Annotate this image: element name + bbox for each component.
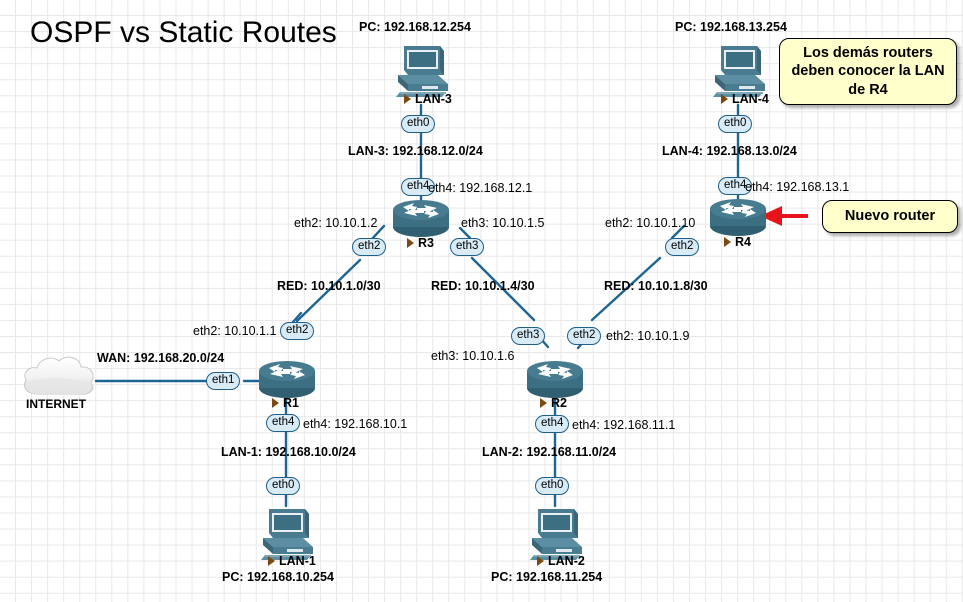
pc-lan1-label: LAN-1	[268, 554, 316, 568]
badge-lan4-eth0[interactable]: eth0	[718, 115, 753, 133]
triangle-icon	[540, 397, 547, 408]
router-r4-icon[interactable]	[707, 196, 769, 238]
badge-r3-eth4[interactable]: eth4	[401, 178, 436, 196]
badge-r2-eth4[interactable]: eth4	[535, 415, 570, 433]
pc-lan4-icon[interactable]	[709, 42, 767, 98]
triangle-icon	[407, 237, 414, 248]
pc-lan1-address: PC: 192.168.10.254	[222, 570, 334, 584]
callout-nuevo-router: Nuevo router	[822, 200, 958, 233]
router-r4-label: R4	[724, 235, 751, 249]
link-r1-eth2-stub	[291, 311, 303, 324]
triangle-icon	[537, 555, 544, 566]
network-lan2-label: LAN-2: 192.168.11.0/24	[482, 445, 617, 459]
router-r1-label: R1	[272, 396, 299, 410]
badge-r1-eth1[interactable]: eth1	[206, 372, 241, 390]
router-r2-label: R2	[540, 396, 567, 410]
ip-r4-eth2: eth2: 10.10.1.10	[605, 216, 696, 230]
router-r3-icon[interactable]	[390, 197, 452, 239]
triangle-icon	[721, 93, 728, 104]
badge-r2-eth2[interactable]: eth2	[567, 327, 602, 345]
ip-r2-eth3: eth3: 10.10.1.6	[431, 349, 515, 363]
router-r1-icon[interactable]	[256, 358, 318, 400]
router-r2-icon[interactable]	[524, 358, 586, 400]
badge-r1-eth4[interactable]: eth4	[266, 414, 301, 432]
network-red-r3-r2-label: RED: 10.10.1.4/30	[431, 279, 535, 293]
router-r3-label: R3	[407, 236, 434, 250]
link-r1-r3	[295, 258, 362, 323]
badge-r3-eth2[interactable]: eth2	[352, 238, 387, 256]
badge-lan3-eth0[interactable]: eth0	[401, 115, 436, 133]
internet-label: INTERNET	[26, 397, 86, 411]
link-r2-r4	[590, 256, 662, 322]
pc-lan2-label: LAN-2	[537, 554, 585, 568]
network-wan-label: WAN: 192.168.20.0/24	[97, 351, 225, 365]
pc-lan4-address: PC: 192.168.13.254	[675, 20, 787, 34]
badge-r2-eth3[interactable]: eth3	[511, 327, 546, 345]
pc-lan3-label: LAN-3	[404, 92, 452, 106]
triangle-icon	[272, 397, 279, 408]
ip-r1-eth2: eth2: 10.10.1.1	[193, 324, 277, 338]
ip-r1-eth4: eth4: 192.168.10.1	[303, 417, 408, 431]
pc-lan4-label: LAN-4	[721, 92, 769, 106]
pc-lan1-icon[interactable]	[257, 505, 315, 561]
internet-cloud-icon	[20, 352, 98, 400]
triangle-icon	[404, 93, 411, 104]
ip-r3-eth2: eth2: 10.10.1.2	[294, 216, 378, 230]
pc-lan3-address: PC: 192.168.12.254	[359, 20, 471, 34]
ip-r4-eth4: eth4: 192.168.13.1	[745, 180, 850, 194]
network-lan3-label: LAN-3: 192.168.12.0/24	[348, 144, 483, 158]
pc-lan2-icon[interactable]	[526, 505, 584, 561]
link-r3-r2	[470, 256, 536, 322]
network-red-r1-r3-label: RED: 10.10.1.0/30	[277, 279, 381, 293]
ip-r3-eth4: eth4: 192.168.12.1	[428, 181, 533, 195]
red-arrow-to-r4	[760, 206, 808, 226]
badge-lan2-eth0[interactable]: eth0	[535, 477, 570, 495]
link-r3-eth2-stub	[370, 224, 386, 241]
link-r4-eth2-stub	[670, 224, 686, 240]
badge-r4-eth2[interactable]: eth2	[665, 238, 700, 256]
network-red-r2-r4-label: RED: 10.10.1.8/30	[604, 279, 708, 293]
network-lan1-label: LAN-1: 192.168.10.0/24	[221, 445, 356, 459]
network-lan4-label: LAN-4: 192.168.13.0/24	[662, 144, 797, 158]
triangle-icon	[724, 236, 731, 247]
link-r3-eth3-stub	[458, 226, 472, 240]
ip-r2-eth4: eth4: 192.168.11.1	[572, 418, 676, 432]
page-title: OSPF vs Static Routes	[30, 16, 337, 49]
triangle-icon	[268, 555, 275, 566]
badge-lan1-eth0[interactable]: eth0	[266, 477, 301, 495]
pc-lan3-icon[interactable]	[392, 42, 450, 98]
ip-r3-eth3: eth3: 10.10.1.5	[461, 216, 545, 230]
badge-r1-eth2[interactable]: eth2	[280, 322, 315, 340]
badge-r4-eth4[interactable]: eth4	[718, 177, 753, 195]
callout-r4-lan: Los demás routers deben conocer la LAN d…	[779, 38, 957, 105]
pc-lan2-address: PC: 192.168.11.254	[491, 570, 603, 584]
badge-r3-eth3[interactable]: eth3	[450, 238, 485, 256]
ip-r2-eth2: eth2: 10.10.1.9	[606, 329, 690, 343]
